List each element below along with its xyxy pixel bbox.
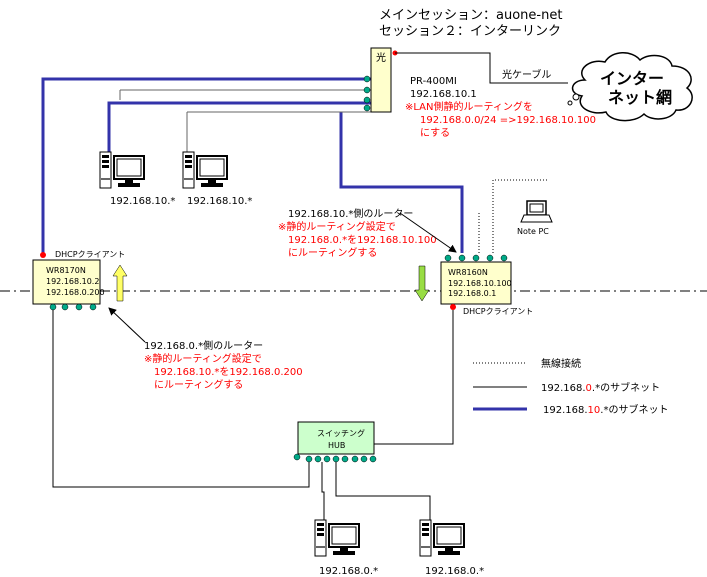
right-router-ip2: 192.168.0.1 bbox=[448, 289, 496, 298]
left-router-model: WR8170N bbox=[46, 266, 86, 275]
internet-label-1: インター bbox=[600, 69, 664, 88]
left-router-ip1: 192.168.10.2 bbox=[46, 277, 99, 286]
internet-cloud: インター ネット網 bbox=[567, 52, 693, 122]
pc-icon bbox=[99, 151, 145, 189]
left-router-dhcp-label: DHCPクライアント bbox=[55, 250, 125, 259]
optical-note-3: にする bbox=[420, 127, 450, 139]
pc-icon bbox=[182, 151, 228, 189]
blue-subnet-lines bbox=[41, 77, 464, 255]
right-router-dhcp-label: DHCPクライアント bbox=[463, 307, 533, 316]
right-callout-arrow bbox=[399, 212, 457, 253]
note-pc-label: Note PC bbox=[517, 227, 549, 236]
arrow-down-icon bbox=[414, 265, 430, 302]
pc-icon bbox=[419, 519, 465, 557]
arrow-up-icon bbox=[112, 264, 128, 302]
black-subnet-lines bbox=[52, 310, 454, 522]
legend: 無線接続 192.168.0.*のサブネット 192.168.10.*のサブネッ… bbox=[473, 357, 668, 416]
left-router-callout-3: にルーティングする bbox=[154, 378, 243, 391]
optical-cable-line bbox=[395, 52, 568, 84]
legend-subnet-0: 192.168.0.*のサブネット bbox=[541, 381, 660, 394]
right-router: WR8160N 192.168.10.100 192.168.0.1 bbox=[440, 254, 512, 310]
optical-note-2: 192.168.0.0/24 =>192.168.10.100 bbox=[420, 115, 596, 126]
laptop-icon bbox=[520, 200, 553, 223]
session-main-label: メインセッション：auone-net bbox=[379, 8, 562, 23]
left-router: WR8170N 192.168.10.2 192.168.0.200 bbox=[32, 259, 105, 311]
optical-note-1: ※LAN側静的ルーティングを bbox=[405, 100, 533, 113]
right-router-callout-2: 192.168.0.*を192.168.10.100 bbox=[288, 234, 437, 246]
legend-subnet-10: 192.168.10.*のサブネット bbox=[543, 403, 668, 416]
right-router-model: WR8160N bbox=[448, 268, 488, 277]
top-pc-label-2: 192.168.10.* bbox=[187, 196, 252, 207]
optical-router-ip: 192.168.10.1 bbox=[410, 89, 477, 100]
wireless-links bbox=[478, 179, 548, 253]
session-2-label: セッション２：インターリンク bbox=[379, 24, 561, 39]
right-router-callout-title: 192.168.10.*側のルーター bbox=[288, 207, 413, 220]
optical-label: 光 bbox=[376, 51, 386, 64]
right-router-callout-1: ※静的ルーティング設定で bbox=[278, 220, 396, 233]
bottom-pc-label-2: 192.168.0.* bbox=[425, 566, 484, 577]
optical-router: 光 bbox=[363, 47, 398, 113]
optical-router-name: PR-400MI bbox=[410, 76, 457, 87]
legend-wireless: 無線接続 bbox=[541, 357, 581, 370]
left-router-callout-title: 192.168.0.*側のルーター bbox=[144, 339, 263, 352]
left-callout-arrow bbox=[108, 307, 146, 343]
hub-label-2: HUB bbox=[328, 441, 345, 450]
right-router-callout-3: にルーティングする bbox=[288, 246, 377, 259]
top-pc-label-1: 192.168.10.* bbox=[110, 196, 175, 207]
right-router-ip1: 192.168.10.100 bbox=[448, 279, 512, 288]
hub-label-1: スイッチング bbox=[317, 428, 365, 438]
bottom-pc-label-1: 192.168.0.* bbox=[319, 566, 378, 577]
pc-icon bbox=[314, 519, 360, 557]
left-router-callout-2: 192.168.10.*を192.168.0.200 bbox=[154, 366, 303, 378]
left-router-wan-dot bbox=[40, 252, 46, 258]
left-router-callout-1: ※静的ルーティング設定で bbox=[144, 352, 262, 365]
optical-cable-label: 光ケーブル bbox=[502, 68, 551, 81]
switching-hub: スイッチング HUB bbox=[293, 421, 377, 463]
left-router-ip2: 192.168.0.200 bbox=[46, 288, 105, 297]
internet-label-2: ネット網 bbox=[608, 88, 672, 107]
